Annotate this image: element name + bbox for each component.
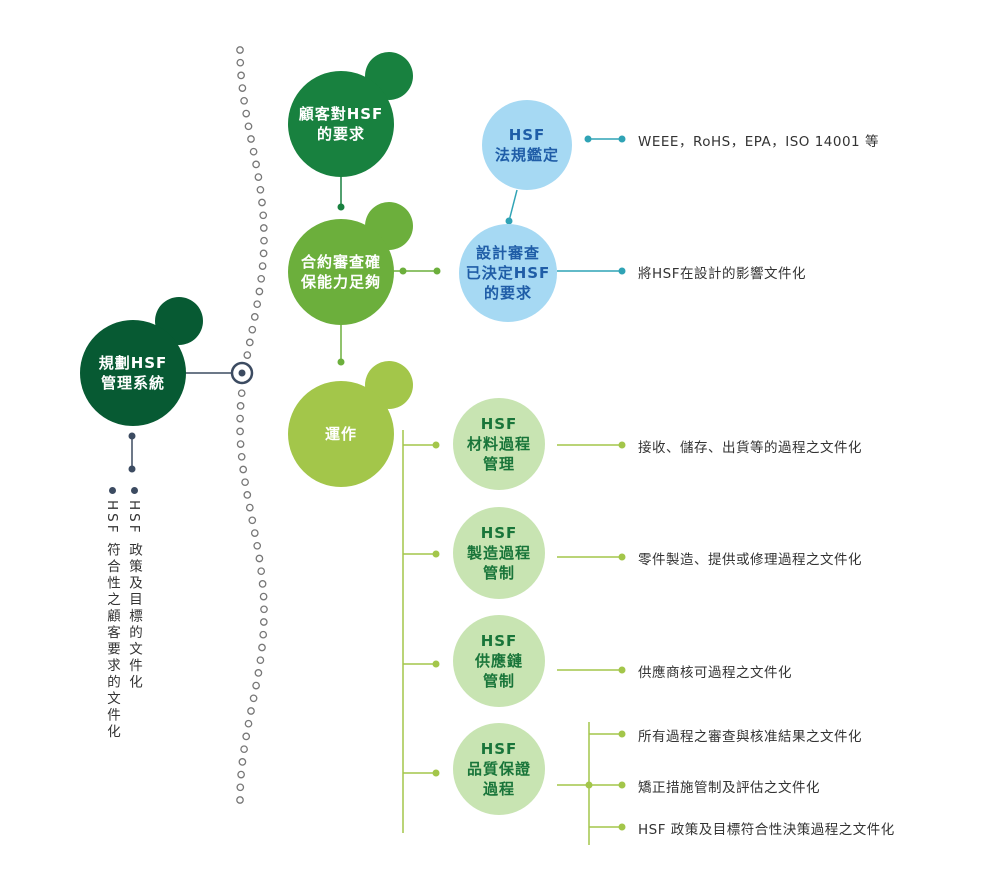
label-manufacturing: 零件製造、提供或修理過程之文件化 <box>638 552 862 568</box>
arc-dot <box>254 173 263 181</box>
arc-dot <box>238 758 247 766</box>
arc-dot <box>240 96 248 105</box>
node-contract-review: 合約審查確 保能力足夠 <box>288 219 394 325</box>
node-material-process: HSF 材料過程 管理 <box>453 398 545 490</box>
arc-dot <box>236 46 244 54</box>
connector-regulation-design <box>508 189 518 222</box>
arc-dot <box>236 402 245 410</box>
arc-dot <box>258 262 267 270</box>
arc-dot <box>239 465 248 474</box>
label-material: 接收、儲存、出貨等的過程之文件化 <box>638 440 862 456</box>
arc-dot <box>242 732 251 741</box>
arc-dot <box>259 618 268 626</box>
arc-dot <box>236 427 244 436</box>
arc-dot <box>258 198 266 207</box>
arc-dot <box>259 592 268 601</box>
arc-dot <box>252 160 260 169</box>
arc-dot <box>237 452 246 461</box>
arc-dot <box>259 224 268 232</box>
arc-dot <box>254 669 263 677</box>
arc-dot <box>244 122 253 131</box>
arc-dot <box>256 185 265 194</box>
arc-dot <box>260 236 268 245</box>
arc-dot <box>236 783 245 792</box>
arc-dot <box>259 211 268 220</box>
arc-dot <box>244 719 253 728</box>
arc-dot <box>243 351 252 359</box>
arc-dot <box>236 414 244 423</box>
node-quality-assurance: HSF 品質保證 過程 <box>453 723 545 815</box>
node-manufacturing-process: HSF 製造過程 管制 <box>453 507 545 599</box>
label-quality-2: 矯正措施管制及評估之文件化 <box>638 780 820 796</box>
arc-dot <box>243 491 252 499</box>
arc-dot <box>237 770 245 779</box>
arc-dot <box>242 109 251 118</box>
arc-dot <box>245 338 254 347</box>
arc-dot <box>247 707 255 715</box>
arc-dot <box>258 580 267 588</box>
arc-dot <box>245 503 254 512</box>
arc-dot <box>237 71 245 80</box>
arc-dot <box>257 274 266 283</box>
arc-dot <box>250 529 259 537</box>
label-supply-chain: 供應商核可過程之文件化 <box>638 665 792 681</box>
arc-dot <box>237 389 246 398</box>
arc-dot <box>248 325 257 334</box>
ring-hub-icon <box>230 361 254 385</box>
arc-dot <box>236 796 244 804</box>
arc-dot <box>255 287 264 296</box>
node-plan-hsf: 規劃HSF 管理系統 <box>80 320 186 426</box>
arc-dot <box>240 745 248 754</box>
arc-dot <box>258 643 266 652</box>
label-regulation: WEEE，RoHS，EPA，ISO 14001 等 <box>638 134 879 150</box>
node-design-review: 設計審查 已決定HSF 的要求 <box>459 224 557 322</box>
arc-dot <box>253 541 262 550</box>
arc-dot <box>260 605 268 614</box>
node-customer-requirements: 顧客對HSF 的要求 <box>288 71 394 177</box>
arc-dot <box>259 630 268 639</box>
arc-dot <box>256 656 265 665</box>
arc-dot <box>249 694 258 703</box>
node-supply-chain: HSF 供應鏈 管制 <box>453 615 545 707</box>
arc-dot <box>241 478 249 487</box>
arc-dot <box>252 681 260 690</box>
bullet-icon <box>131 487 138 494</box>
label-quality-3: HSF 政策及目標符合性決策過程之文件化 <box>638 822 895 838</box>
bullet-icon <box>109 487 116 494</box>
node-operation: 運作 <box>288 381 394 487</box>
arc-dot <box>248 516 257 525</box>
arc-dot <box>249 147 258 156</box>
label-quality-1: 所有過程之審查與核准結果之文件化 <box>638 729 862 745</box>
node-regulation-identification: HSF 法規鑑定 <box>482 100 572 190</box>
dotted-arc <box>236 46 268 804</box>
arc-dot <box>250 313 259 321</box>
arc-dot <box>247 135 255 143</box>
arc-dot <box>259 249 268 258</box>
plan-doc-customer: HSF 符合性之顧客要求的文件化 <box>104 500 120 741</box>
arc-dot <box>255 554 264 563</box>
arc-dot <box>253 300 262 309</box>
arc-dot <box>236 58 245 67</box>
arc-dot <box>238 84 247 92</box>
label-design: 將HSF在設計的影響文件化 <box>638 266 806 282</box>
ring-hub-dot <box>238 369 246 377</box>
plan-doc-policy: HSF 政策及目標的文件化 <box>126 500 142 692</box>
arc-dot <box>236 440 245 448</box>
arc-dot <box>257 567 266 576</box>
